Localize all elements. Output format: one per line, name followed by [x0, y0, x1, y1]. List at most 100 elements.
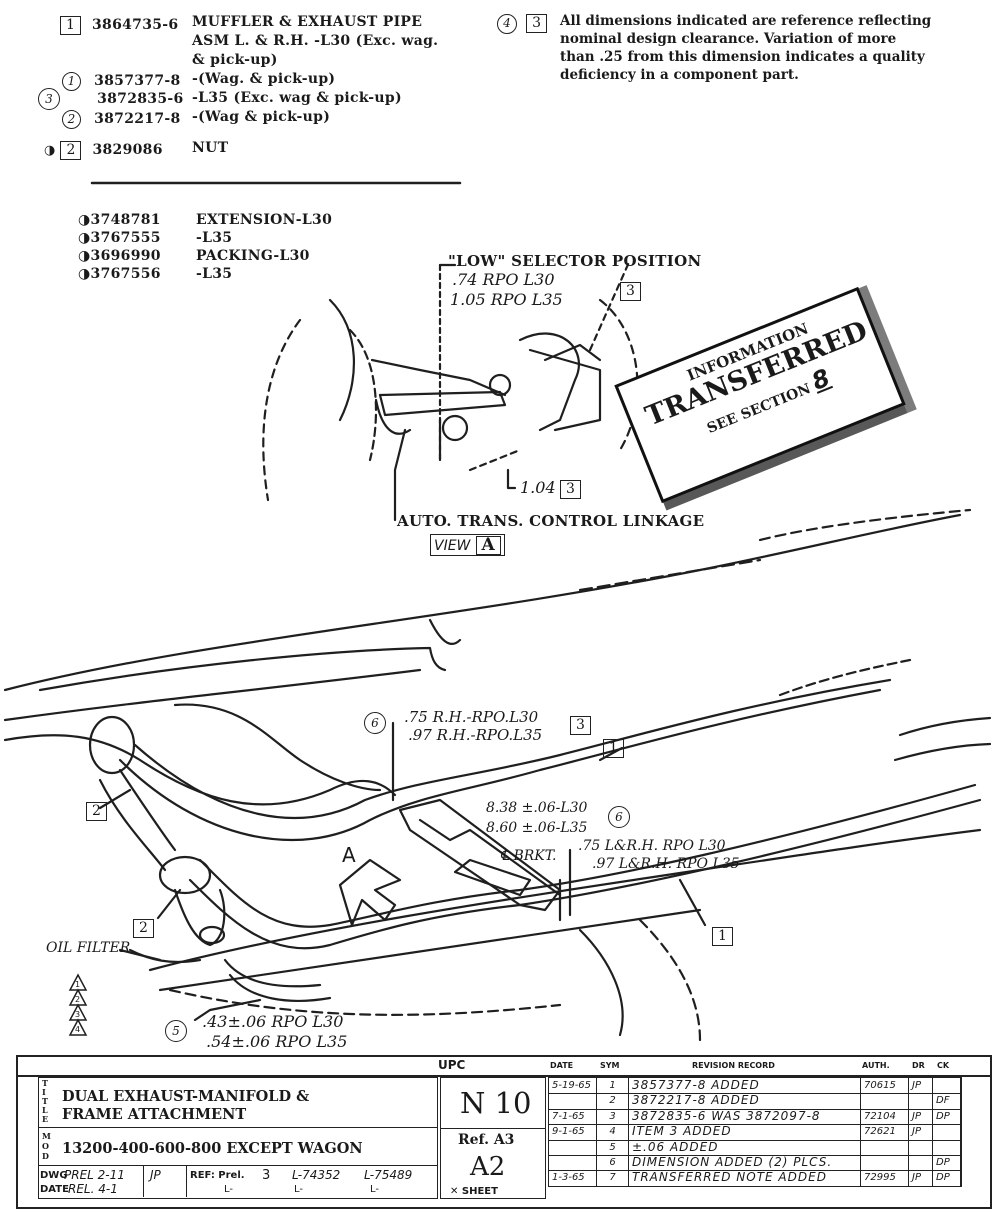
- dimension-label: 1.05 RPO L35: [450, 290, 563, 309]
- view-letter: A: [475, 536, 501, 555]
- revision-ck: [933, 1078, 961, 1094]
- part-row-8: ◑3696990: [78, 248, 161, 264]
- half-circle-icon: ◑: [78, 266, 91, 282]
- revision-rec: 3872217-8 ADDED: [629, 1093, 861, 1109]
- part-desc: -L35: [196, 230, 233, 246]
- dimension-label: 8.38 ±.06-L30: [486, 800, 588, 816]
- circle-mark: 6: [364, 712, 386, 734]
- mark-box: 3: [560, 480, 581, 499]
- revision-ck: DP: [933, 1108, 961, 1125]
- half-circle-icon: ◑: [44, 143, 56, 158]
- model-text: 13200-400-600-800 EXCEPT WAGON: [62, 1140, 363, 1157]
- title-side-label: TITLE: [42, 1078, 49, 1124]
- note-markers: 4 3: [497, 12, 548, 34]
- stamp-section: 8: [807, 363, 834, 396]
- dimension-label: .54±.06 RPO L35: [206, 1032, 348, 1051]
- part-number: 3748781: [90, 212, 161, 228]
- mark-box: 3: [620, 282, 641, 301]
- revision-sym: 2: [597, 1093, 629, 1109]
- drawing-title: FRAME ATTACHMENT: [62, 1106, 247, 1123]
- part-row-1: 1 3864735-6: [60, 14, 178, 35]
- ref-code: A2: [470, 1152, 506, 1182]
- mark-box: 2: [133, 919, 154, 938]
- revision-auth: [861, 1139, 909, 1155]
- revision-auth: 72995: [861, 1170, 909, 1186]
- dimension-label: .97 R.H.-RPO.L35: [408, 726, 543, 744]
- part-desc: PACKING-L30: [196, 248, 310, 264]
- revision-dr: [909, 1155, 933, 1171]
- linkage-label: AUTO. TRANS. CONTROL LINKAGE: [397, 512, 705, 530]
- revision-date: [549, 1155, 597, 1171]
- part-row-4: 2 3872217-8: [62, 108, 181, 129]
- mark-box: 1: [712, 927, 733, 946]
- bracket-label: ℄ BRKT.: [500, 848, 557, 864]
- revision-date: 9-1-65: [549, 1124, 597, 1140]
- note-line: nominal design clearance. Variation of m…: [560, 31, 897, 47]
- revision-sym: 7: [597, 1170, 629, 1186]
- circle-mark: 2: [62, 110, 81, 129]
- revision-rec: ±.06 ADDED: [629, 1139, 861, 1155]
- delta-markers: 1 2 3 4: [75, 980, 81, 1034]
- dimension-label: .75 L&R.H. RPO L30: [578, 838, 726, 854]
- revision-rec: 3857377-8 ADDED: [629, 1078, 861, 1094]
- mark-box: 1: [603, 739, 624, 758]
- part-desc: ASM L. & R.H. -L30 (Exc. wag.: [192, 33, 439, 49]
- part-desc: MUFFLER & EXHAUST PIPE: [192, 14, 423, 30]
- dimension-label: .43±.06 RPO L30: [202, 1012, 344, 1031]
- part-row-3: 3 3872835-6: [38, 88, 184, 110]
- part-number: 3767556: [90, 266, 161, 282]
- revision-sym: 3: [597, 1108, 629, 1125]
- part-row-5: ◑ 2 3829086: [44, 139, 163, 160]
- dimension-label: .97 L&R.H. RPO L35: [592, 856, 740, 872]
- note-line: All dimensions indicated are reference r…: [560, 13, 932, 29]
- revision-ck: DP: [933, 1170, 961, 1186]
- selector-label: "LOW" SELECTOR POSITION: [448, 252, 702, 270]
- title-block: [16, 1055, 992, 1209]
- revision-date: [549, 1139, 597, 1155]
- revision-ck: DF: [933, 1093, 961, 1109]
- part-desc: & pick-up): [192, 52, 278, 68]
- revision-ck: [933, 1139, 961, 1155]
- part-number: 3872217-8: [94, 111, 181, 127]
- revision-rec: DIMENSION ADDED (2) PLCS.: [629, 1155, 861, 1171]
- dimension-label: 1.04: [520, 478, 556, 497]
- revision-dr: JP: [909, 1078, 933, 1094]
- revision-ck: [933, 1124, 961, 1140]
- revision-date: [549, 1093, 597, 1109]
- circle-mark: 5: [165, 1020, 187, 1042]
- dimension-label: .74 RPO L30: [452, 270, 555, 289]
- revision-sym: 4: [597, 1124, 629, 1140]
- revision-sym: 1: [597, 1078, 629, 1094]
- note-line: deficiency in a component part.: [560, 67, 799, 83]
- revision-dr: JP: [909, 1170, 933, 1186]
- revision-dr: [909, 1093, 933, 1109]
- part-row-7: ◑3767555: [78, 230, 161, 246]
- revision-auth: [861, 1155, 909, 1171]
- revision-date: 1-3-65: [549, 1170, 597, 1186]
- upc-label: UPC: [438, 1058, 466, 1072]
- part-desc: NUT: [192, 140, 229, 156]
- ref-a3: Ref. A3: [458, 1132, 515, 1148]
- circle-mark: 3: [38, 88, 60, 110]
- oil-filter-label: OIL FILTER: [46, 940, 131, 956]
- part-desc: -(Wag & pick-up): [192, 109, 331, 125]
- part-desc: -(Wag. & pick-up): [192, 71, 336, 87]
- revision-rec: 3872835-6 WAS 3872097-8: [629, 1108, 861, 1125]
- part-number: 3767555: [90, 230, 161, 246]
- part-number: 3864735-6: [92, 17, 179, 33]
- revision-dr: JP: [909, 1108, 933, 1125]
- note-line: than .25 from this dimension indicates a…: [560, 49, 925, 65]
- part-desc: -L35: [196, 266, 233, 282]
- part-desc: EXTENSION-L30: [196, 212, 333, 228]
- revision-rec: ITEM 3 ADDED: [629, 1124, 861, 1140]
- revision-dr: JP: [909, 1124, 933, 1140]
- revision-ck: DP: [933, 1155, 961, 1171]
- mark-box: 3: [526, 14, 548, 33]
